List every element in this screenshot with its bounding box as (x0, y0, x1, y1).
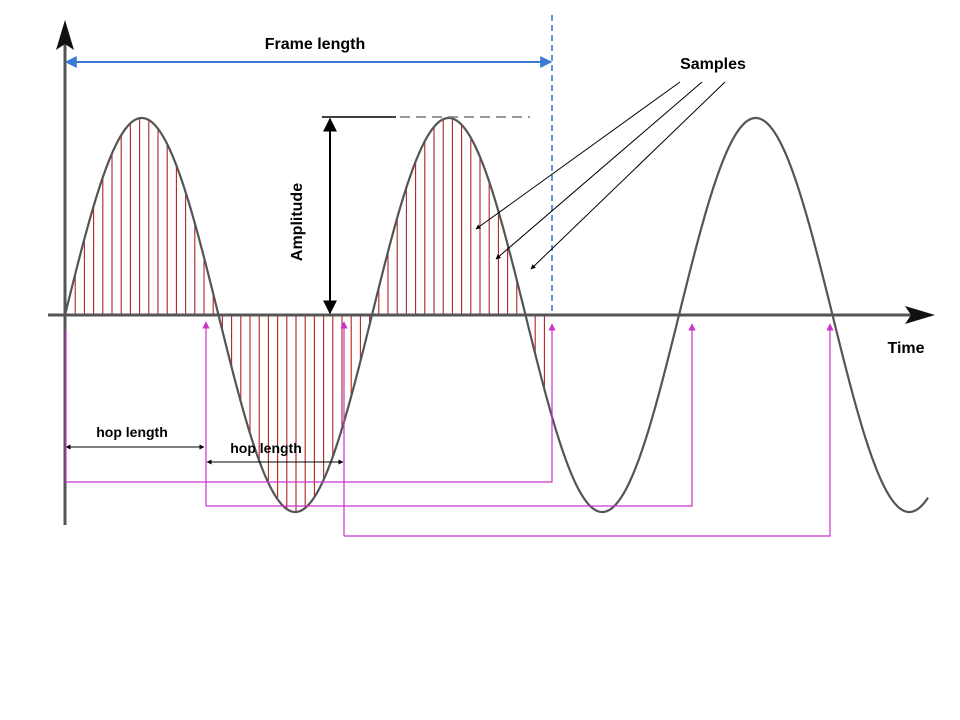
time-axis-label: Time (887, 340, 924, 357)
hop-length-annotation: hop length hop length (65, 424, 344, 465)
sample-stems (65, 118, 545, 512)
amplitude-annotation: Amplitude (289, 116, 530, 315)
sine-waveform (63, 116, 929, 514)
samples-pointer-3 (530, 81, 726, 270)
samples-pointer-1 (475, 81, 681, 230)
samples-annotation: Samples (475, 56, 746, 270)
frame-1-bracket (65, 323, 556, 483)
axes (48, 20, 935, 525)
frame-brackets (65, 321, 834, 537)
x-axis-arrowhead (905, 306, 935, 324)
frame-3-bracket (344, 323, 834, 537)
amplitude-label: Amplitude (289, 183, 306, 261)
y-axis-arrowhead (56, 20, 74, 50)
samples-label: Samples (680, 56, 746, 73)
samples-pointer-2 (495, 81, 703, 260)
frame-2-bracket (206, 323, 696, 507)
hop-length-label-2: hop length (230, 440, 302, 456)
frame-length-annotation: Frame length (64, 15, 553, 315)
frame-length-label: Frame length (265, 36, 365, 53)
hop-length-label-1: hop length (96, 424, 168, 440)
